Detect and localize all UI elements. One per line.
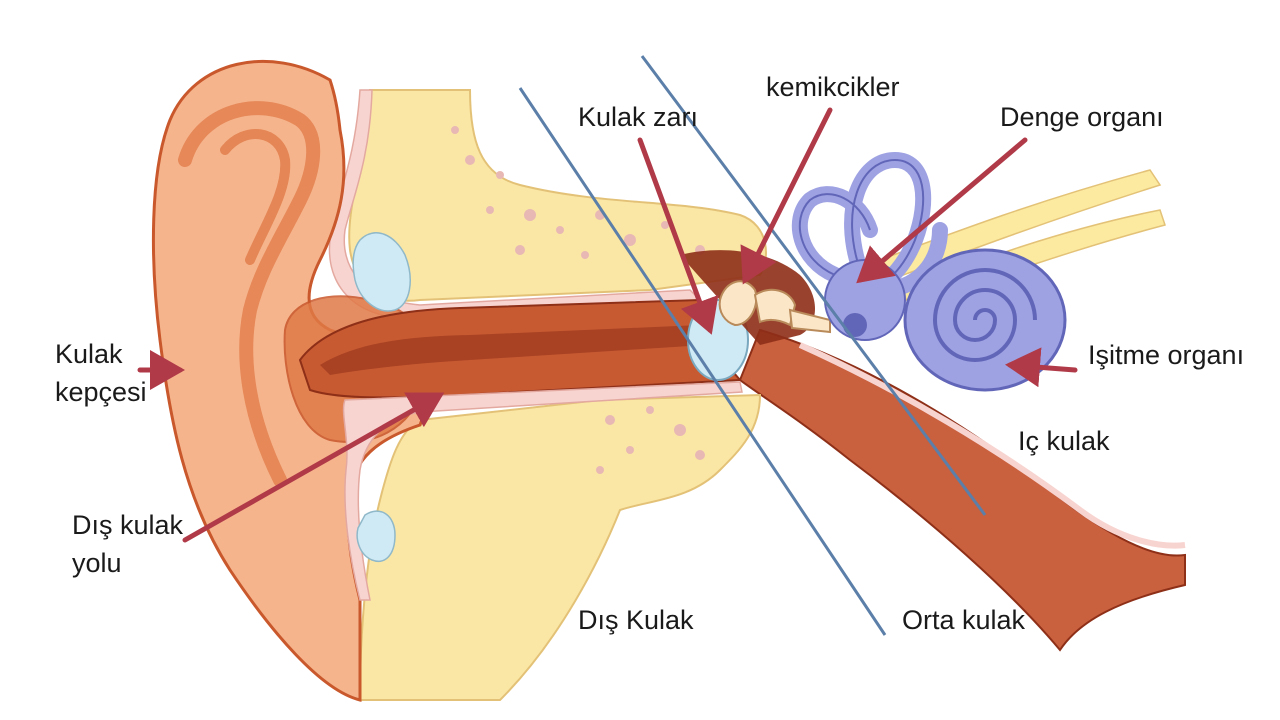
label-kulak-kepcesi-line1: Kulak (55, 339, 123, 369)
arrow-isitme-organi (1005, 347, 1078, 388)
arrow-kemikcikler (740, 107, 833, 285)
label-orta-kulak: Orta kulak (902, 605, 1026, 635)
semicircular-canals-outline (798, 158, 925, 286)
label-isitme-organi: Işitme organı (1088, 340, 1245, 370)
divider-outer-middle (518, 87, 887, 636)
antihelix-fold (220, 129, 291, 265)
label-ic-kulak: Iç kulak (1018, 426, 1110, 456)
ossicles (718, 280, 831, 334)
divider-middle-inner (640, 55, 987, 516)
ear-canal-shadow (320, 325, 705, 375)
oval-window (843, 313, 867, 337)
helix-fold (178, 101, 321, 487)
label-kulak-zari: Kulak zarı (578, 102, 699, 132)
cartilage-lower (356, 510, 396, 562)
arrow-dis-kulak-yolu (182, 392, 445, 543)
temporal-bone-upper (348, 89, 767, 302)
label-dis-kulak-yolu-line2: yolu (72, 548, 122, 578)
label-kemikcikler: kemikcikler (766, 72, 900, 102)
label-dis-kulak: Dış Kulak (578, 605, 694, 635)
cartilage-upper (352, 232, 411, 312)
pointer-arrows (137, 107, 1078, 543)
label-kulak-kepcesi-line2: kepçesi (55, 377, 147, 407)
arrow-denge-organi (856, 137, 1028, 284)
label-dis-kulak-yolu-line1: Dış kulak (72, 510, 184, 540)
eustachian-tube-rim (798, 342, 1186, 549)
bone-texture (451, 126, 705, 474)
label-denge-organi: Denge organı (1000, 102, 1164, 132)
temporal-bone-lower (358, 393, 762, 701)
arrow-kulak-zari (637, 137, 719, 335)
